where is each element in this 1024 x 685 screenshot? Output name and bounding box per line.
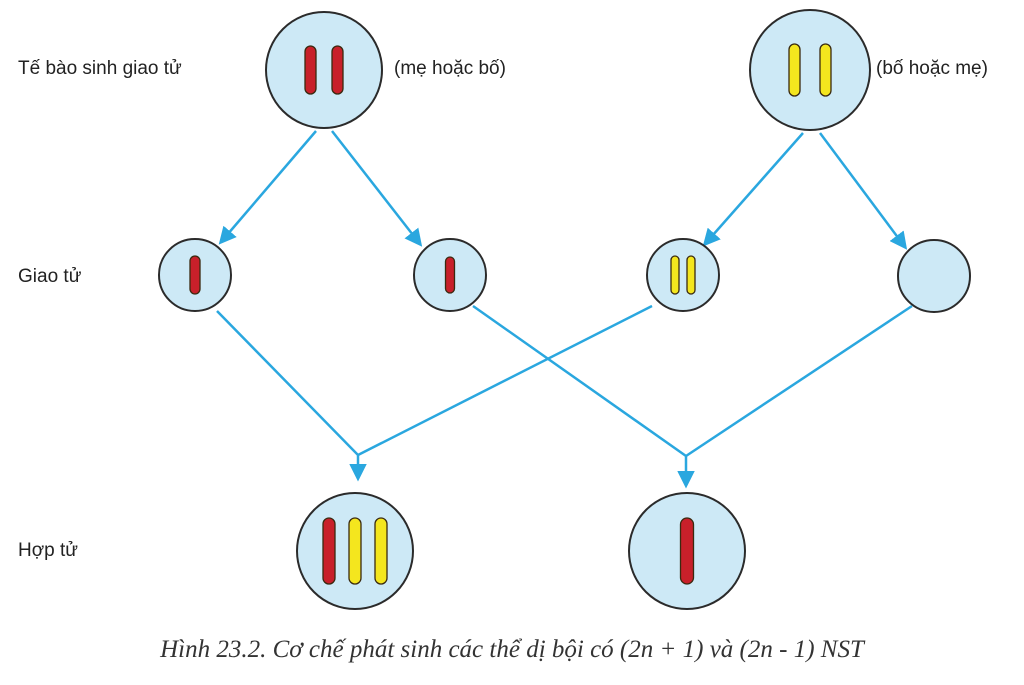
parent-left-membrane [265, 11, 383, 129]
arrow-parent-right-to-gamete-4 [818, 132, 908, 250]
parent-right-label: (bố hoặc mẹ) [876, 58, 988, 79]
arrow-gamete-4-to-zygote-right [685, 304, 913, 458]
chromosome-red [322, 517, 336, 585]
arrow-gamete-3-to-zygote-left [357, 304, 653, 457]
arrow-parent-left-to-gamete-2 [331, 130, 423, 247]
chromosome-yellow [819, 43, 832, 97]
chromosome-yellow [670, 255, 680, 295]
gamete-cell-4 [897, 239, 971, 313]
gamete-cell-2 [413, 238, 487, 312]
chromosome-yellow [348, 517, 362, 585]
parent-cell-right [749, 9, 871, 131]
row-label-parent-cell: Tế bào sinh giao tử [18, 58, 182, 79]
chromosome-red [679, 517, 695, 585]
chromosome-yellow [374, 517, 388, 585]
gamete-cell-3 [646, 238, 720, 312]
arrow-parent-right-to-gamete-3 [702, 132, 804, 247]
chromosome-red [189, 255, 201, 295]
chromosome-red [331, 45, 344, 95]
chromosome-red [444, 256, 456, 294]
parent-right-membrane [749, 9, 871, 131]
gamete-3-membrane [646, 238, 720, 312]
chromosome-yellow [788, 43, 801, 97]
parent-cell-left [265, 11, 383, 129]
parent-left-label: (mẹ hoặc bố) [394, 58, 506, 79]
gamete-cell-1 [158, 238, 232, 312]
arrow-gamete-1-to-zygote-left [216, 310, 367, 482]
row-label-zygote: Hợp tử [18, 540, 79, 561]
zygote-cell-left [296, 492, 414, 610]
gamete-4-membrane [897, 239, 971, 313]
chromosome-yellow [686, 255, 696, 295]
arrow-gamete-2-to-zygote-right [472, 304, 695, 489]
figure-caption: Hình 23.2. Cơ chế phát sinh các thể dị b… [160, 636, 864, 663]
arrow-parent-left-to-gamete-1 [218, 130, 317, 245]
meiosis-nondisjunction-diagram [158, 9, 971, 610]
chromosome-red [304, 45, 317, 95]
row-label-gamete: Giao tử [18, 266, 82, 287]
zygote-cell-right [628, 492, 746, 610]
